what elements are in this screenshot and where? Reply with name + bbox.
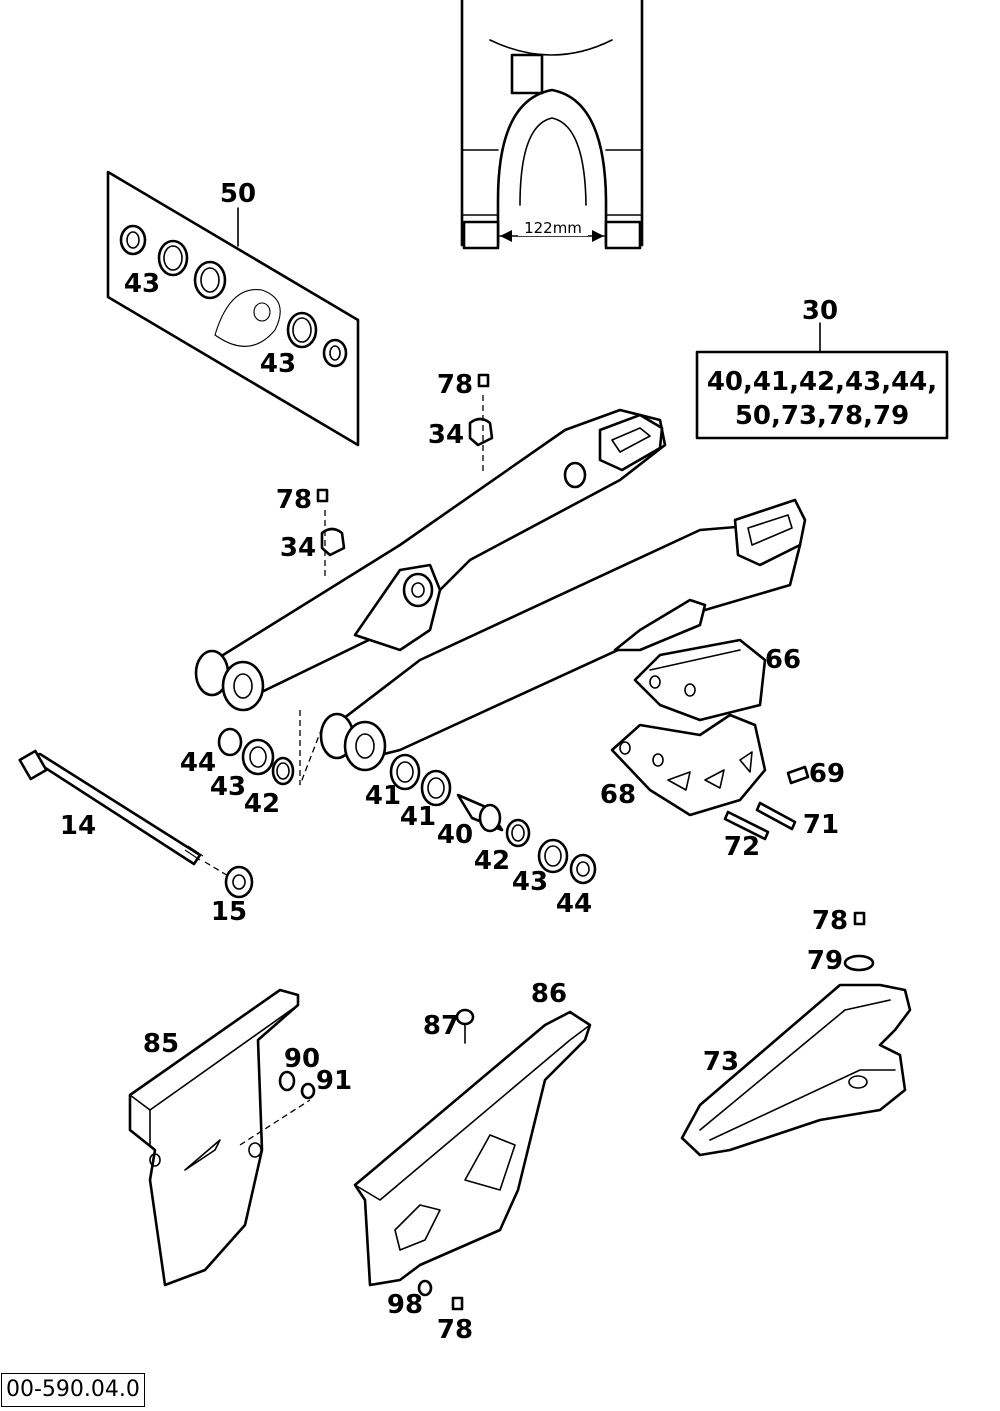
cable-clamp-lower [316,488,346,580]
pivot-width-detail [460,0,644,250]
label-34: 34 [280,533,316,563]
label-79: 79 [807,946,843,976]
label-78: 78 [437,1315,473,1345]
label-34: 34 [428,420,464,450]
bearing-kit-panel [106,170,360,447]
kit-callout: 40,41,42,43,44, 50,73,78,79 [695,322,949,440]
label-78: 78 [812,906,848,936]
swingarm [194,408,807,772]
label-42: 42 [244,789,280,819]
label-71: 71 [803,810,839,840]
label-40: 40 [437,820,473,850]
label-86: 86 [531,979,567,1009]
label-43: 43 [124,269,160,299]
drawing-number: 00-590.04.0 [1,1373,145,1407]
label-43: 43 [210,772,246,802]
bearing-ring [119,224,348,368]
label-15: 15 [211,897,247,927]
part-labels: 50 43 43 30 78 34 78 34 66 69 68 71 72 4… [60,179,848,1345]
label-66: 66 [765,645,801,675]
kit-contents-line1: 40,41,42,43,44, [707,367,937,397]
label-73: 73 [703,1047,739,1077]
label-50: 50 [220,179,256,209]
right-pivot-bearings [389,753,597,885]
chain-guard-bracket [353,1008,592,1311]
label-43: 43 [260,349,296,379]
pivot-shaft [18,749,254,899]
dimension-label: 122mm [524,219,582,237]
label-41: 41 [400,802,436,832]
chain-slider [680,911,912,1157]
kit-contents-line2: 50,73,78,79 [735,401,909,431]
label-85: 85 [143,1029,179,1059]
label-41: 41 [365,781,401,811]
left-pivot-bearings [217,710,326,786]
label-68: 68 [600,780,636,810]
label-42: 42 [474,846,510,876]
chain-guide-screws [723,765,810,841]
label-44: 44 [180,748,216,778]
label-90: 90 [284,1044,320,1074]
chain-guard [128,988,316,1287]
label-30: 30 [802,296,838,326]
label-44: 44 [556,889,592,919]
label-98: 98 [387,1290,423,1320]
label-91: 91 [316,1066,352,1096]
dimension-arrow: 122mm [499,219,605,242]
label-87: 87 [423,1011,459,1041]
label-69: 69 [809,759,845,789]
label-78: 78 [437,370,473,400]
chain-guide [610,638,767,817]
label-43: 43 [512,867,548,897]
cable-clamp-upper [468,373,494,475]
label-78: 78 [276,485,312,515]
label-72: 72 [724,832,760,862]
label-14: 14 [60,811,96,841]
